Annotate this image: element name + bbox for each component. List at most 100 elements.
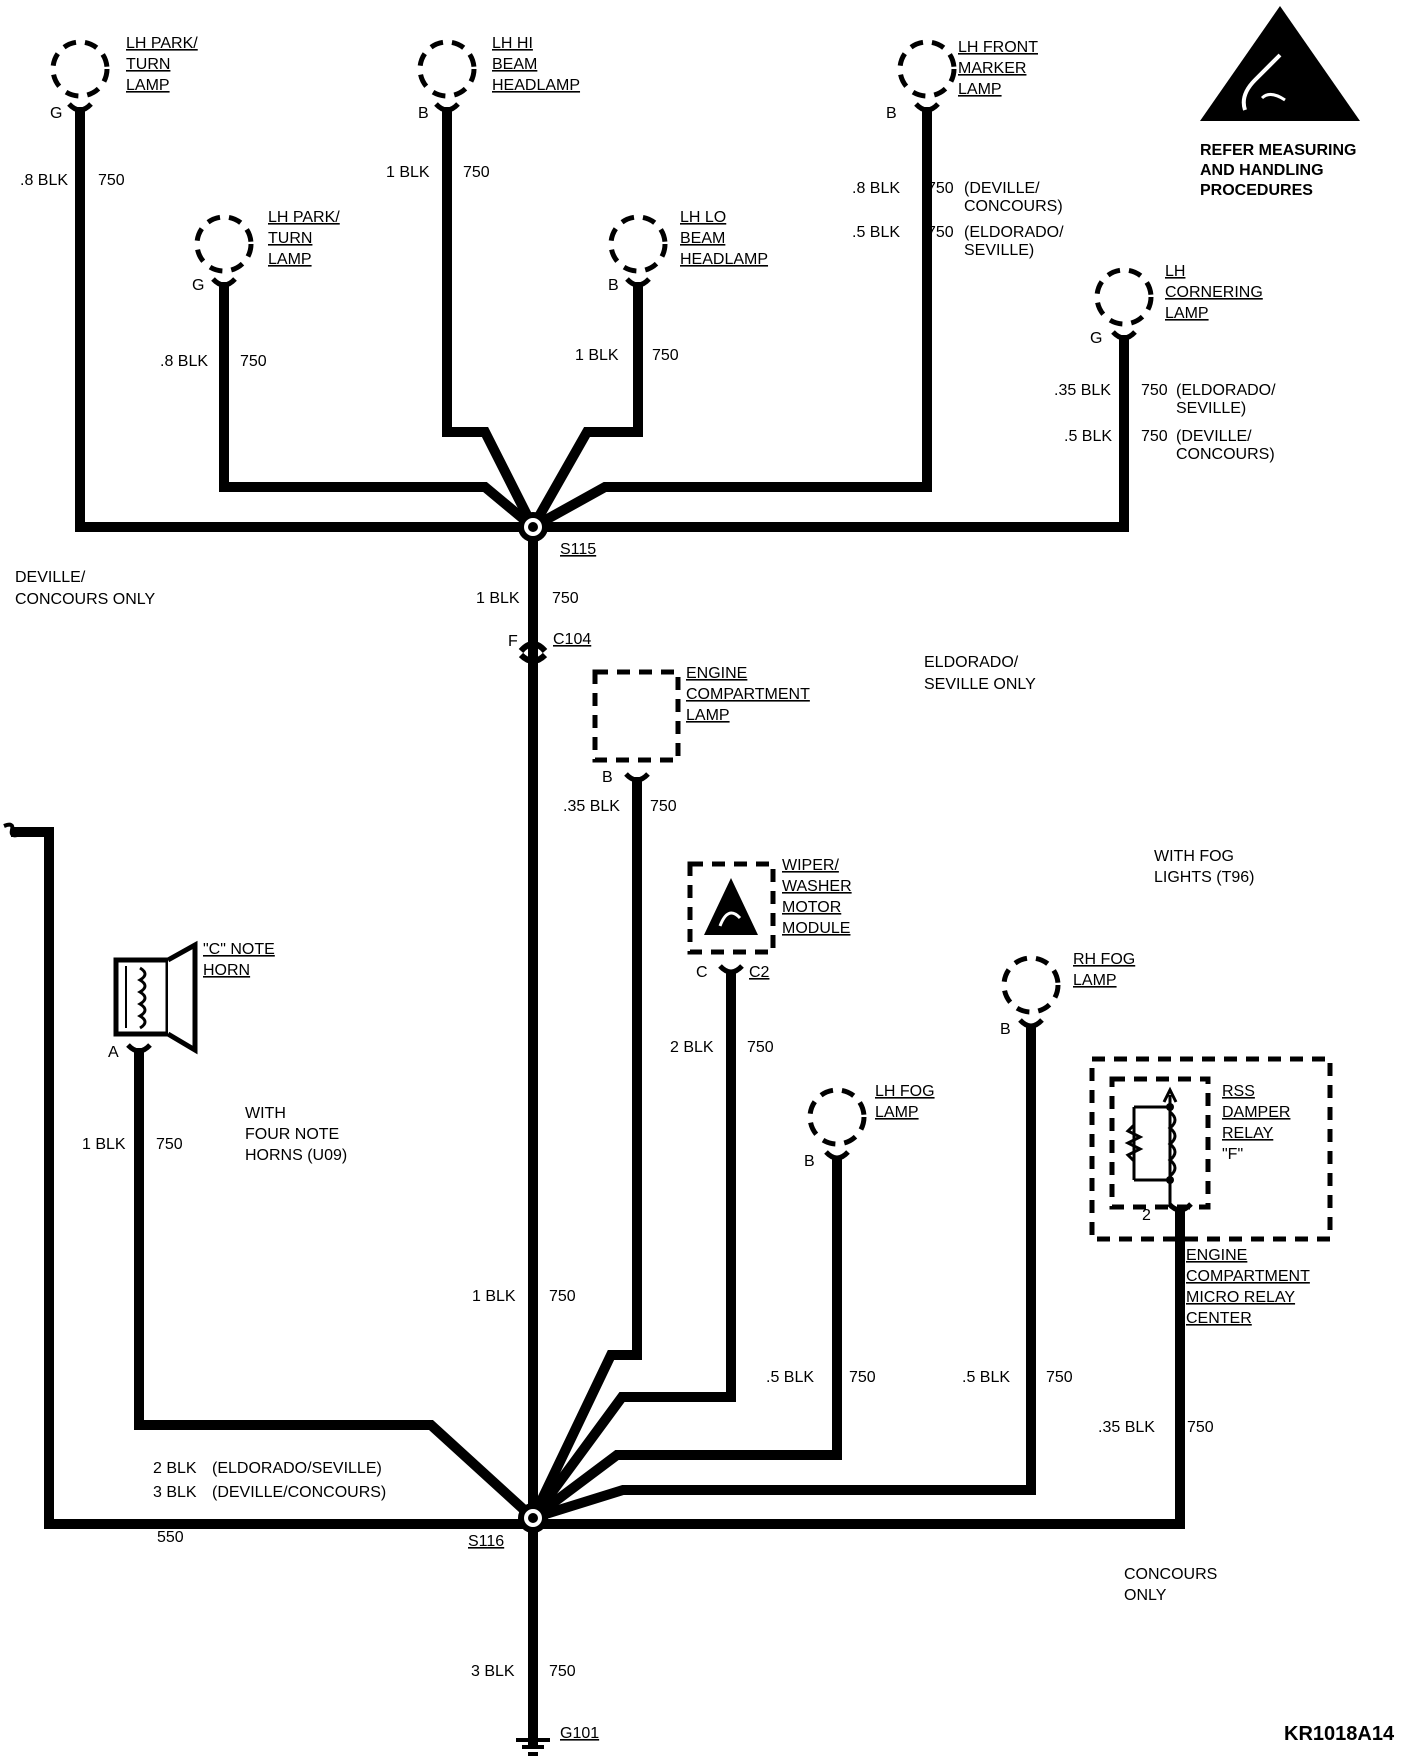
wire-size: 1 BLK xyxy=(386,164,430,181)
svg-text:SEVILLE): SEVILLE) xyxy=(1176,400,1246,417)
svg-text:RH FOG: RH FOG xyxy=(1073,951,1135,968)
wire-park2 xyxy=(219,282,541,535)
svg-text:DEVILLE/: DEVILLE/ xyxy=(15,569,86,586)
label-lh-lo-beam: LH LO BEAM HEADLAMP B xyxy=(608,209,768,294)
svg-text:LH HI: LH HI xyxy=(492,35,533,52)
wire-size: 3 BLK xyxy=(471,1663,515,1680)
lamp-icon xyxy=(417,39,477,113)
splice-s115 xyxy=(518,512,548,542)
lamp-icon xyxy=(50,39,110,113)
wire-size: .5 BLK xyxy=(1064,428,1112,445)
svg-text:COMPARTMENT: COMPARTMENT xyxy=(1186,1268,1310,1285)
ground-label: G101 xyxy=(560,1725,599,1742)
svg-text:MODULE: MODULE xyxy=(782,920,850,937)
svg-text:CONCOURS: CONCOURS xyxy=(1124,1566,1217,1583)
wire-size: .8 BLK xyxy=(160,353,208,370)
wire-park1 xyxy=(75,107,538,532)
label-lh-park-turn-1: LH PARK/ TURN LAMP G xyxy=(50,35,198,122)
engine-lamp-icon xyxy=(592,669,681,783)
svg-text:LAMP: LAMP xyxy=(686,707,730,724)
label-lh-cornering: LH CORNERING LAMP G xyxy=(1090,263,1263,347)
svg-text:LH PARK/: LH PARK/ xyxy=(268,209,340,226)
wire-circuit: 750 xyxy=(463,164,490,181)
wire-size: .8 BLK xyxy=(852,180,900,197)
svg-text:ENGINE: ENGINE xyxy=(686,665,747,682)
svg-text:(ELDORADO/: (ELDORADO/ xyxy=(1176,382,1276,399)
label-lh-front-marker: LH FRONT MARKER LAMP B xyxy=(886,39,1038,122)
svg-text:LAMP: LAMP xyxy=(875,1104,919,1121)
svg-text:C2: C2 xyxy=(749,964,770,981)
horn-icon xyxy=(113,940,198,1055)
wire-wiper xyxy=(526,970,736,1525)
svg-text:550: 550 xyxy=(157,1529,184,1546)
svg-text:LH: LH xyxy=(1165,263,1185,280)
wire-lo xyxy=(526,282,643,534)
svg-text:CONCOURS): CONCOURS) xyxy=(1176,446,1275,463)
svg-text:ELDORADO/: ELDORADO/ xyxy=(924,654,1019,671)
connector-pin: F xyxy=(508,633,518,650)
wire-circuit: 750 xyxy=(549,1663,576,1680)
wire-circuit: 750 xyxy=(849,1369,876,1386)
svg-text:BEAM: BEAM xyxy=(680,230,725,247)
svg-text:(DEVILLE/CONCOURS): (DEVILLE/CONCOURS) xyxy=(212,1484,386,1501)
label-lh-fog: LH FOG LAMP B xyxy=(804,1083,935,1170)
svg-text:(ELDORADO/SEVILLE): (ELDORADO/SEVILLE) xyxy=(212,1460,382,1477)
wire-break-symbol xyxy=(3,822,21,838)
wire-circuit: 750 xyxy=(1141,382,1168,399)
svg-text:3 BLK: 3 BLK xyxy=(153,1484,197,1501)
svg-text:LAMP: LAMP xyxy=(126,77,170,94)
wire-circuit: 750 xyxy=(156,1136,183,1153)
svg-text:G: G xyxy=(192,277,204,294)
wire-circuit: 750 xyxy=(552,590,579,607)
wire-marker xyxy=(526,107,932,534)
svg-text:LAMP: LAMP xyxy=(268,251,312,268)
wire-size: .5 BLK xyxy=(766,1369,814,1386)
svg-text:CORNERING: CORNERING xyxy=(1165,284,1263,301)
wire-size: .5 BLK xyxy=(852,224,900,241)
wire-left-feed xyxy=(11,827,538,1529)
wire-size: .8 BLK xyxy=(20,172,68,189)
lamp-icon xyxy=(1094,267,1154,341)
svg-text:REFER MEASURING: REFER MEASURING xyxy=(1200,142,1356,159)
wires xyxy=(11,107,1185,1745)
wire-circuit: 750 xyxy=(927,180,954,197)
label-horn: "C" NOTE HORN A xyxy=(108,941,275,1061)
svg-text:ONLY: ONLY xyxy=(1124,1587,1167,1604)
svg-text:SEVILLE): SEVILLE) xyxy=(964,242,1034,259)
svg-text:WASHER: WASHER xyxy=(782,878,852,895)
svg-text:RELAY: RELAY xyxy=(1222,1125,1274,1142)
wire-circuit: 750 xyxy=(652,347,679,364)
wire-circuit: 750 xyxy=(1187,1419,1214,1436)
svg-text:LH FRONT: LH FRONT xyxy=(958,39,1038,56)
svg-text:(DEVILLE/: (DEVILLE/ xyxy=(964,180,1040,197)
svg-text:WIPER/: WIPER/ xyxy=(782,857,839,874)
svg-text:LH FOG: LH FOG xyxy=(875,1083,935,1100)
svg-text:TURN: TURN xyxy=(268,230,312,247)
note-deville: DEVILLE/ CONCOURS ONLY xyxy=(15,569,155,608)
wire-size: 1 BLK xyxy=(476,590,520,607)
label-rh-fog: RH FOG LAMP B xyxy=(1000,951,1135,1038)
wire-size: .35 BLK xyxy=(1054,382,1111,399)
label-engine-lamp: ENGINE COMPARTMENT LAMP B xyxy=(602,665,810,786)
svg-text:B: B xyxy=(1000,1021,1011,1038)
svg-text:B: B xyxy=(608,277,619,294)
lamp-icon xyxy=(608,214,668,288)
connector-label: C104 xyxy=(553,631,591,648)
svg-text:WITH: WITH xyxy=(245,1105,286,1122)
label-rss-relay: RSS DAMPER RELAY "F" 2 xyxy=(1142,1083,1290,1224)
svg-text:RSS: RSS xyxy=(1222,1083,1255,1100)
wire-corner xyxy=(528,335,1129,532)
svg-text:B: B xyxy=(804,1153,815,1170)
wire-circuit: 750 xyxy=(549,1288,576,1305)
relay-icon xyxy=(1089,1056,1333,1242)
wire-circuit: 750 xyxy=(1046,1369,1073,1386)
svg-text:(ELDORADO/: (ELDORADO/ xyxy=(964,224,1064,241)
wire-eng-lamp xyxy=(526,777,642,1525)
label-lh-park-turn-2: LH PARK/ TURN LAMP G xyxy=(192,209,340,294)
splice-s116 xyxy=(518,1503,548,1533)
wire-rh-fog xyxy=(526,1025,1036,1525)
ground-symbol xyxy=(516,1738,550,1756)
lamp-icon xyxy=(194,214,254,288)
svg-text:LIGHTS (T96): LIGHTS (T96) xyxy=(1154,869,1254,886)
